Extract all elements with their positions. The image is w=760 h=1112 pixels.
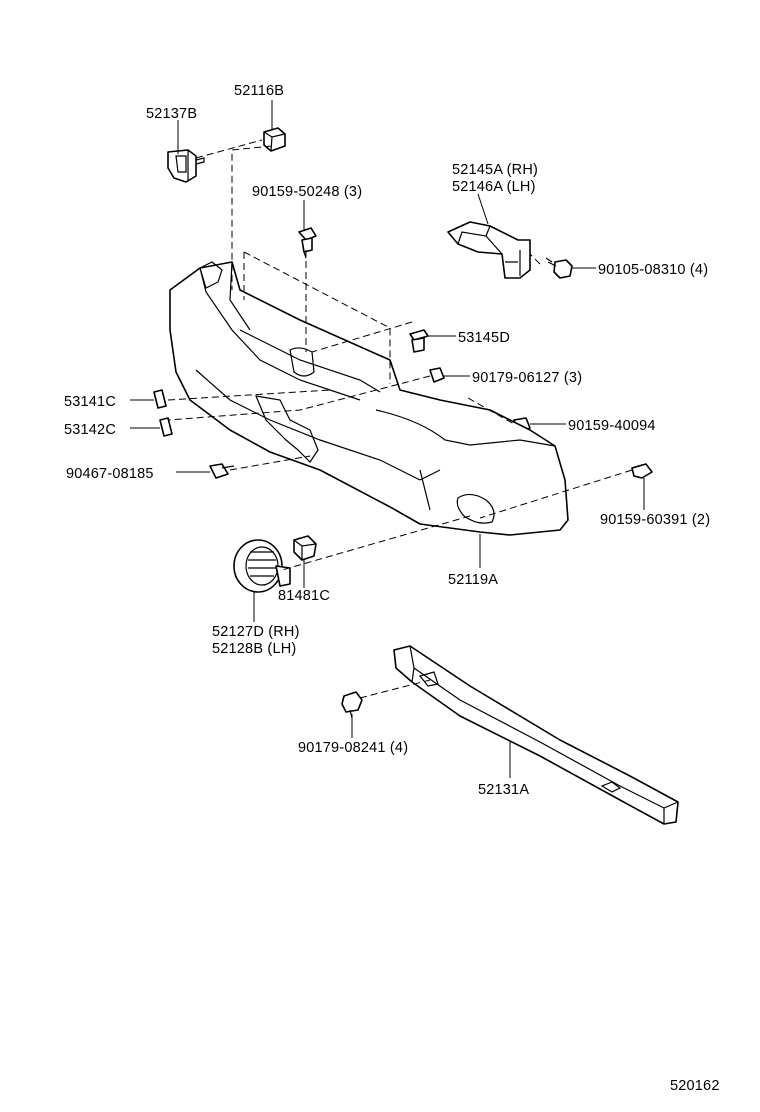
part-52145A-bracket [447, 221, 531, 279]
leader-lines [130, 100, 645, 778]
label-90159-40094: 90159-40094 [568, 418, 656, 434]
part-53145D-clip [409, 329, 429, 353]
part-90467-08185-clip [209, 463, 235, 479]
label-53142C: 53142C [64, 422, 116, 438]
part-52119A-bumper-cover [169, 261, 569, 536]
part-90159-60391-clip [631, 463, 653, 479]
diagram-id: 520162 [670, 1078, 720, 1094]
label-52116B: 52116B [234, 83, 284, 99]
label-52137B: 52137B [146, 106, 197, 122]
assembly-lines [167, 139, 633, 699]
part-53142C-clip [159, 417, 173, 437]
part-90179-06127-nut [429, 367, 445, 383]
label-52145A: 52145A (RH) [452, 162, 538, 178]
part-81481C-socket [293, 535, 317, 561]
part-90159-50248-clip [298, 227, 317, 259]
label-90179-06127: 90179-06127 (3) [472, 370, 582, 386]
label-90179-08241: 90179-08241 (4) [298, 740, 408, 756]
label-53145D: 53145D [458, 330, 510, 346]
label-90159-60391: 90159-60391 (2) [600, 512, 710, 528]
label-81481C: 81481C [278, 588, 330, 604]
label-52146A: 52146A (LH) [452, 179, 536, 195]
part-90105-08310-bolt [545, 257, 573, 279]
label-90467-08185: 90467-08185 [66, 466, 154, 482]
part-52131A-reinforcement [393, 645, 679, 825]
label-52128B: 52128B (LH) [212, 641, 296, 657]
part-52127D-lamp-cover [233, 539, 291, 593]
part-90179-08241-nut [341, 691, 363, 719]
part-52137B-bracket [167, 149, 205, 183]
label-52127D: 52127D (RH) [212, 624, 300, 640]
label-53141C: 53141C [64, 394, 116, 410]
label-90105-08310: 90105-08310 (4) [598, 262, 708, 278]
label-52119A: 52119A [448, 572, 498, 588]
part-52116B-clip [263, 127, 286, 152]
label-52131A: 52131A [478, 782, 529, 798]
part-labels: 52116B 52137B 52145A (RH) 52146A (LH) 90… [64, 83, 720, 1094]
part-53141C-clip [153, 389, 167, 409]
label-90159-50248: 90159-50248 (3) [252, 184, 362, 200]
